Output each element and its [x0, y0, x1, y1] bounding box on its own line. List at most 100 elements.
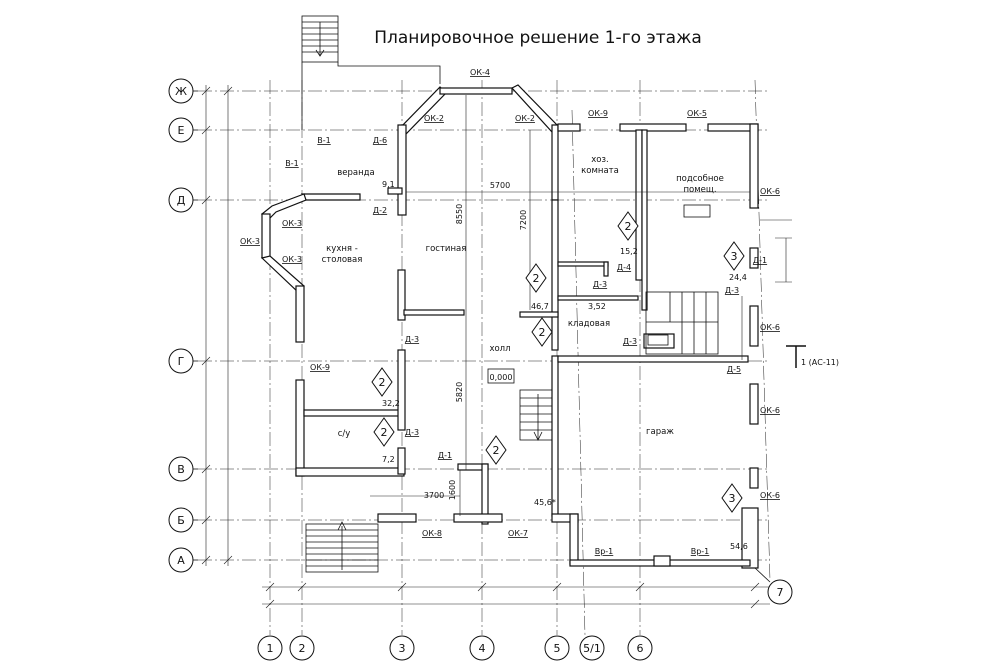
- section-mark-label: 1 (АС-11): [801, 358, 839, 367]
- hall-stair: [519, 389, 553, 441]
- area-vestibule: 45,6*: [534, 498, 556, 507]
- bottom-entrance-stair: [305, 521, 379, 573]
- dim-7200: 7200: [519, 210, 528, 230]
- label-d3-garage: Д-3: [623, 337, 637, 346]
- label-ok6-1: ОК-6: [760, 187, 780, 196]
- room-labels: веранда кухня - столовая гостиная хоз. к…: [322, 155, 724, 439]
- right-side-dimensions: [741, 219, 792, 360]
- zone-mark-2: 2: [533, 272, 540, 285]
- label-d4: Д-4: [617, 263, 631, 272]
- label-ok6-3: ОК-6: [760, 406, 780, 415]
- equipment-blocks: [647, 204, 711, 346]
- area-veranda: 9,1: [382, 180, 395, 189]
- zone-mark-4: 3: [731, 250, 738, 263]
- axis-label-2: 2: [299, 642, 306, 655]
- zone-mark-5: 2: [379, 376, 386, 389]
- axis-label-a: А: [177, 554, 185, 567]
- label-ok5: ОК-5: [687, 109, 707, 118]
- top-entrance-stair: [301, 15, 441, 130]
- axis-label-g: Г: [178, 355, 185, 368]
- label-d3-wc: Д-3: [405, 428, 419, 437]
- label-d3-pantry: Д-3: [593, 280, 607, 289]
- dim-3700: 3700: [424, 491, 444, 500]
- area-kitchen: 32,2: [382, 399, 400, 408]
- room-utility-line1: хоз.: [591, 155, 608, 165]
- label-b1-top: В-1: [317, 136, 330, 145]
- label-ok6-2: ОК-6: [760, 323, 780, 332]
- area-aux: 24,4: [729, 273, 747, 282]
- interior-dimension-lines: [370, 95, 750, 516]
- label-ok9-left: ОК-9: [310, 363, 330, 372]
- label-ok6-4: ОК-6: [760, 491, 780, 500]
- axis-label-6: 6: [637, 642, 644, 655]
- plan-title: Планировочное решение 1-го этажа: [374, 28, 702, 48]
- room-wc: с/у: [338, 429, 351, 439]
- label-d3-stair: Д-3: [725, 286, 739, 295]
- axis-label-3: 3: [399, 642, 406, 655]
- section-mark: 1 (АС-11): [786, 345, 839, 368]
- label-vp1-left: Вр-1: [595, 547, 614, 556]
- room-areas: 9,1 32,2 7,2 46,7 15,2 3,52 24,4 45,6* 5…: [382, 180, 748, 551]
- label-d6: Д-6: [373, 136, 387, 145]
- inner-stair: [645, 291, 719, 355]
- room-pantry: кладовая: [568, 319, 610, 329]
- axis-label-d: Д: [177, 194, 186, 207]
- label-ok9-top: ОК-9: [588, 109, 608, 118]
- axis-label-zh: Ж: [175, 85, 187, 98]
- elevation-value: 0,000: [490, 373, 513, 382]
- label-ok8: ОК-8: [422, 529, 442, 538]
- zone-mark-7: 2: [493, 444, 500, 457]
- vertical-axis-bubbles: 1 2 3 4 5 5/1 6 7: [257, 567, 793, 661]
- axis-label-1: 1: [267, 642, 274, 655]
- zone-mark-3: 2: [539, 326, 546, 339]
- dim-8550: 8550: [455, 204, 464, 224]
- horizontal-axis-bubbles: Ж Е Д Г В Б А: [168, 78, 198, 573]
- area-garage: 54,6: [730, 542, 748, 551]
- room-living: гостиная: [426, 244, 467, 254]
- opening-labels: ОК-4 ОК-2 ОК-2 ОК-9 ОК-5 ОК-6 ОК-6 ОК-6 …: [240, 68, 780, 556]
- label-ok4: ОК-4: [470, 68, 490, 77]
- axis-label-4: 4: [479, 642, 486, 655]
- dim-5700: 5700: [490, 181, 510, 190]
- label-ok3-3: ОК-3: [282, 255, 302, 264]
- label-d1-vestibule: Д-1: [438, 451, 452, 460]
- walls: [260, 84, 759, 569]
- area-hall: 46,7: [531, 302, 549, 311]
- bottom-dimension-lines: [262, 582, 770, 609]
- left-dimension-lines: [201, 85, 233, 566]
- label-vp1-right: Вр-1: [691, 547, 710, 556]
- label-d1-right: Д-1: [753, 256, 767, 265]
- axis-label-b: Б: [177, 514, 185, 527]
- axis-label-5: 5: [554, 642, 561, 655]
- axis-label-e: Е: [178, 124, 185, 137]
- label-ok2-left: ОК-2: [424, 114, 444, 123]
- room-hall: холл: [489, 344, 510, 354]
- axis-label-5-1: 5/1: [583, 642, 601, 655]
- axis-label-v: В: [177, 463, 185, 476]
- axis-label-7: 7: [777, 586, 784, 599]
- dimension-values: 5700 8550 7200 5820 3700 1600: [424, 181, 528, 500]
- zone-mark-8: 3: [729, 492, 736, 505]
- zone-markers: 2 2 2 3 2 2 2 3: [371, 211, 745, 513]
- label-ok3-2: ОК-3: [240, 237, 260, 246]
- area-utility: 15,2: [620, 247, 638, 256]
- label-ok2-right: ОК-2: [515, 114, 535, 123]
- label-ok7: ОК-7: [508, 529, 528, 538]
- area-pantry: 3,52: [588, 302, 606, 311]
- room-utility-line2: комната: [581, 166, 619, 176]
- room-aux-line2: помещ.: [683, 185, 716, 195]
- label-b1-left: В-1: [285, 159, 298, 168]
- label-d5: Д-5: [727, 365, 741, 374]
- label-d3-kitchen: Д-3: [405, 335, 419, 344]
- room-aux-line1: подсобное: [676, 174, 724, 184]
- label-ok3-1: ОК-3: [282, 219, 302, 228]
- room-veranda: веранда: [337, 168, 375, 178]
- room-kitchen-line1: кухня -: [326, 244, 358, 254]
- room-garage: гараж: [646, 427, 674, 437]
- dim-5820: 5820: [455, 382, 464, 402]
- zone-mark-1: 2: [625, 220, 632, 233]
- label-d2: Д-2: [373, 206, 387, 215]
- elevation-marker: 0,000: [487, 368, 515, 384]
- zone-mark-6: 2: [381, 426, 388, 439]
